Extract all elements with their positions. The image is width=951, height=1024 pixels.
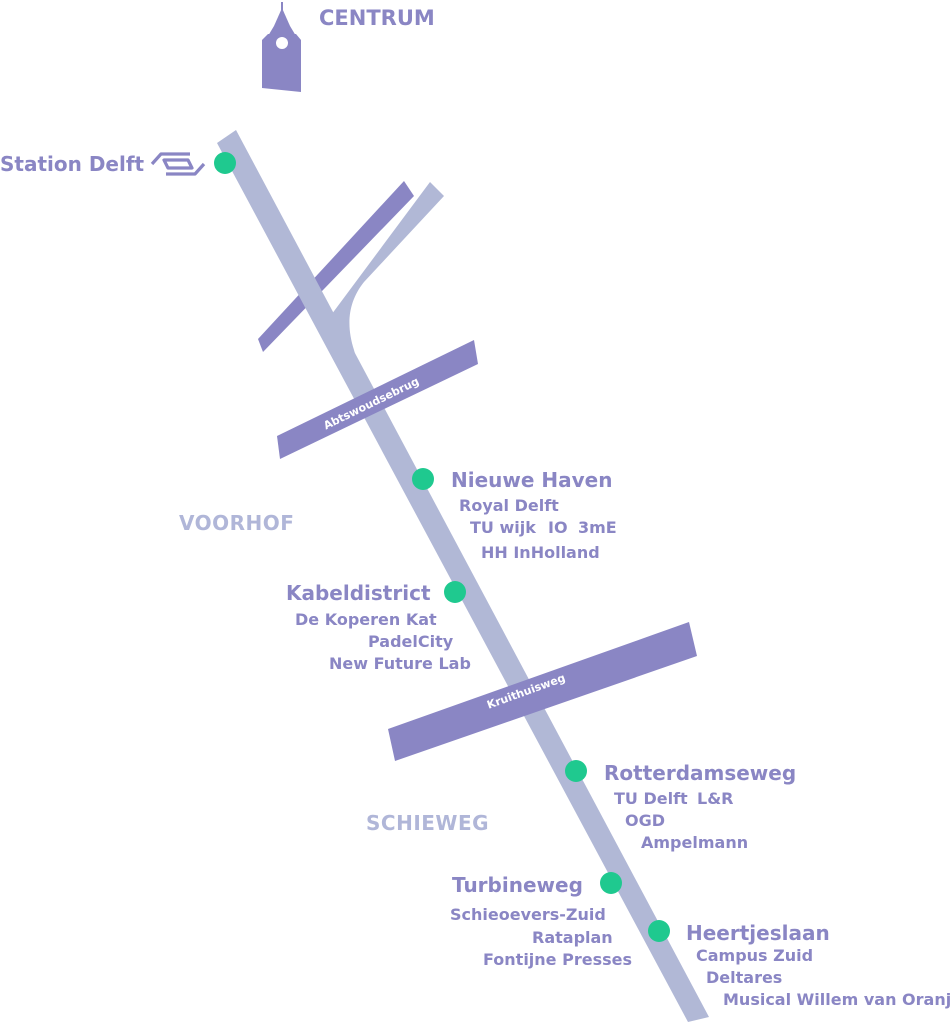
road-upper-diagonal	[258, 181, 414, 352]
place-padelcity: PadelCity	[368, 632, 454, 651]
place-3me: 3mE	[578, 518, 617, 537]
route-spur	[320, 182, 444, 365]
stop-name-nieuwe-haven[interactable]: Nieuwe Haven	[451, 468, 613, 492]
stop-name-turbineweg[interactable]: Turbineweg	[452, 873, 583, 897]
church-tower-icon	[262, 2, 301, 92]
place-ampelmann: Ampelmann	[641, 833, 749, 852]
place-campus-zuid: Campus Zuid	[696, 946, 814, 965]
stop-dot-turbineweg[interactable]	[600, 872, 622, 894]
place-fontijne-presses: Fontijne Presses	[483, 950, 632, 969]
place-schieoevers-zuid: Schieoevers-Zuid	[450, 905, 606, 924]
place-musical-willem-van-oranje: Musical Willem van Oranje	[723, 990, 951, 1009]
place-de-koperen-kat: De Koperen Kat	[295, 610, 437, 629]
route-line	[217, 130, 709, 1022]
stop-dot-station-delft[interactable]	[214, 152, 236, 174]
stop-name-heertjeslaan[interactable]: Heertjeslaan	[686, 921, 830, 945]
place-deltares: Deltares	[706, 968, 783, 987]
place-l-and-r: L&R	[697, 789, 734, 808]
place-hh-inholland: HH InHolland	[481, 543, 600, 562]
stop-dot-kabeldistrict[interactable]	[444, 581, 466, 603]
centrum-label: CENTRUM	[319, 6, 435, 30]
place-new-future-lab: New Future Lab	[329, 654, 471, 673]
stop-name-rotterdamseweg[interactable]: Rotterdamseweg	[604, 761, 797, 785]
stop-dot-heertjeslaan[interactable]	[648, 920, 670, 942]
ns-train-logo-icon	[150, 152, 206, 176]
road-kruithuisweg	[388, 622, 697, 761]
place-tu-delft: TU Delft	[614, 789, 688, 808]
place-io: IO	[548, 518, 568, 537]
place-royal-delft: Royal Delft	[459, 496, 559, 515]
stop-name-kabeldistrict[interactable]: Kabeldistrict	[286, 581, 431, 605]
place-tu-wijk: TU wijk	[470, 518, 536, 537]
stop-dot-rotterdamseweg[interactable]	[565, 760, 587, 782]
place-ogd: OGD	[625, 811, 666, 830]
station-delft-label[interactable]: Station Delft	[0, 152, 145, 176]
road-abtswoudsebrug	[277, 340, 478, 459]
place-rataplan: Rataplan	[532, 928, 613, 947]
district-voorhof: VOORHOF	[179, 511, 295, 535]
stop-dot-nieuwe-haven[interactable]	[412, 468, 434, 490]
district-schieweg: SCHIEWEG	[366, 811, 490, 835]
